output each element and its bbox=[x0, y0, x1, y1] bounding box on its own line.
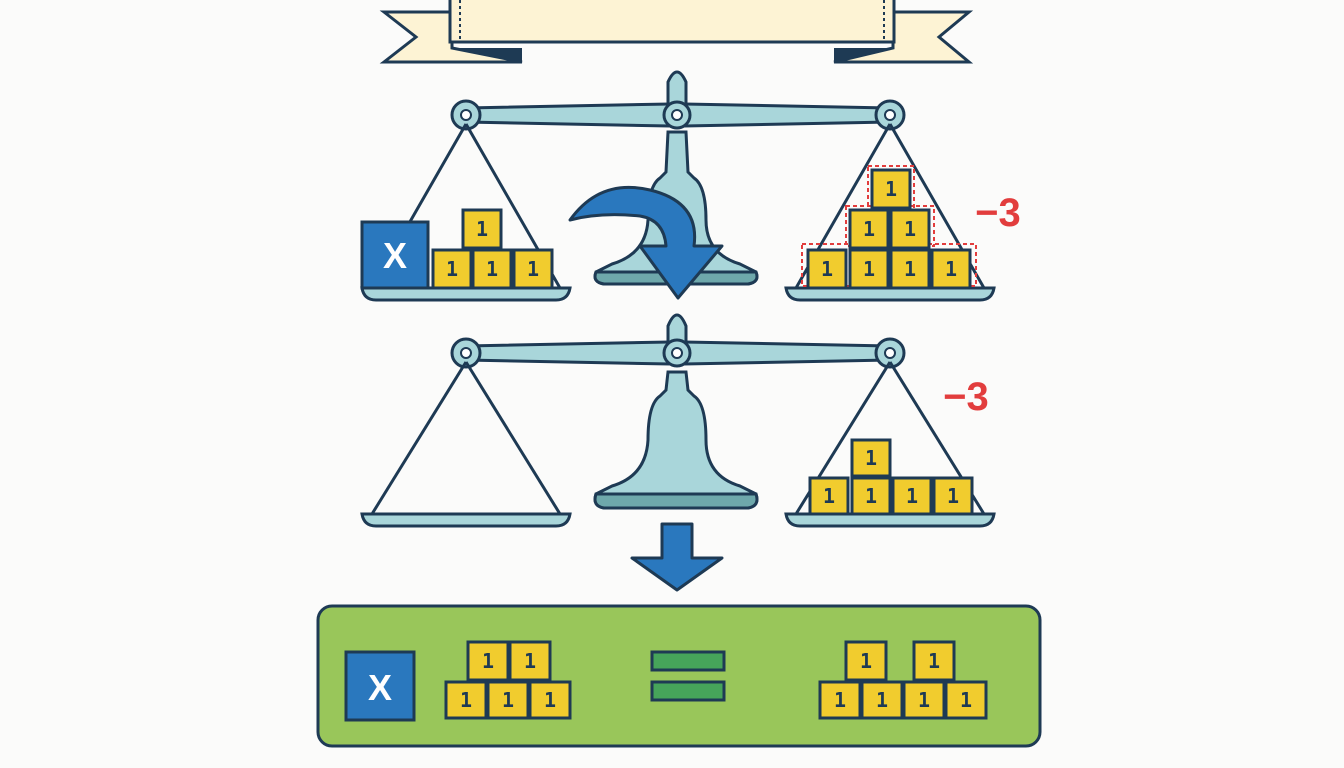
unit-block: 1 bbox=[461, 208, 503, 250]
minus-three-label: −3 bbox=[943, 375, 989, 419]
unit-block: 1 bbox=[466, 640, 510, 682]
title-banner bbox=[379, 0, 974, 64]
unit-block: 1 bbox=[528, 680, 572, 720]
top-left-pan bbox=[360, 286, 572, 302]
unit-block: 1 bbox=[471, 248, 513, 290]
svg-text:1: 1 bbox=[928, 649, 940, 673]
svg-text:1: 1 bbox=[904, 257, 916, 281]
unit-block: 1 bbox=[848, 248, 890, 290]
svg-text:1: 1 bbox=[834, 688, 846, 712]
minus-three-label: −3 bbox=[975, 191, 1021, 235]
svg-text:1: 1 bbox=[876, 688, 888, 712]
x-block: X bbox=[360, 220, 430, 290]
unit-block: 1 bbox=[902, 680, 946, 720]
unit-block: 1 bbox=[850, 438, 892, 478]
unit-block: 1 bbox=[486, 680, 530, 720]
svg-text:1: 1 bbox=[502, 688, 514, 712]
svg-text:1: 1 bbox=[960, 688, 972, 712]
unit-block: 1 bbox=[850, 476, 892, 516]
svg-text:1: 1 bbox=[544, 688, 556, 712]
svg-text:1: 1 bbox=[863, 257, 875, 281]
equals-sign-icon bbox=[650, 650, 726, 702]
svg-text:1: 1 bbox=[865, 446, 877, 470]
bottom-left-pan bbox=[360, 512, 572, 528]
unit-block: 1 bbox=[860, 680, 904, 720]
svg-text:1: 1 bbox=[945, 257, 957, 281]
svg-text:1: 1 bbox=[486, 257, 498, 281]
unit-block: 1 bbox=[889, 248, 931, 290]
svg-text:1: 1 bbox=[476, 217, 488, 241]
svg-text:1: 1 bbox=[904, 217, 916, 241]
bottom-balance-scale: 1 1 1 1 1 −3 bbox=[360, 313, 996, 528]
svg-text:1: 1 bbox=[947, 484, 959, 508]
svg-text:1: 1 bbox=[863, 217, 875, 241]
svg-text:1: 1 bbox=[860, 649, 872, 673]
unit-block: 1 bbox=[912, 640, 956, 682]
unit-block: 1 bbox=[844, 640, 888, 682]
unit-block: 1 bbox=[806, 248, 848, 290]
down-arrow-icon bbox=[630, 522, 724, 592]
unit-block: 1 bbox=[444, 680, 488, 720]
svg-text:1: 1 bbox=[524, 649, 536, 673]
unit-block: 1 bbox=[891, 476, 933, 516]
top-balance-scale: X 1 1 1 1 1 1 1 1 1 1 1 −3 bbox=[360, 70, 1021, 302]
curved-arrow-icon bbox=[568, 185, 724, 300]
svg-text:1: 1 bbox=[482, 649, 494, 673]
unit-block: 1 bbox=[889, 208, 931, 250]
svg-text:X: X bbox=[368, 667, 392, 708]
svg-text:1: 1 bbox=[906, 484, 918, 508]
unit-block: 1 bbox=[930, 248, 972, 290]
unit-block: 1 bbox=[870, 168, 912, 210]
top-right-pan bbox=[784, 286, 996, 302]
unit-block: 1 bbox=[808, 476, 850, 516]
x-block: X bbox=[344, 650, 416, 722]
unit-block: 1 bbox=[944, 680, 988, 720]
unit-block: 1 bbox=[932, 476, 974, 516]
svg-text:1: 1 bbox=[918, 688, 930, 712]
svg-text:1: 1 bbox=[527, 257, 539, 281]
svg-text:1: 1 bbox=[821, 257, 833, 281]
svg-text:1: 1 bbox=[885, 177, 897, 201]
svg-text:1: 1 bbox=[823, 484, 835, 508]
bottom-right-pan bbox=[784, 512, 996, 528]
svg-text:X: X bbox=[383, 235, 407, 276]
result-panel: X 1 1 1 1 1 1 1 1 1 1 1 bbox=[316, 604, 1042, 748]
unit-block: 1 bbox=[848, 208, 890, 250]
svg-text:1: 1 bbox=[460, 688, 472, 712]
unit-block: 1 bbox=[818, 680, 862, 720]
unit-block: 1 bbox=[431, 248, 473, 290]
svg-text:1: 1 bbox=[865, 484, 877, 508]
unit-block: 1 bbox=[512, 248, 554, 290]
svg-text:1: 1 bbox=[446, 257, 458, 281]
unit-block: 1 bbox=[508, 640, 552, 682]
